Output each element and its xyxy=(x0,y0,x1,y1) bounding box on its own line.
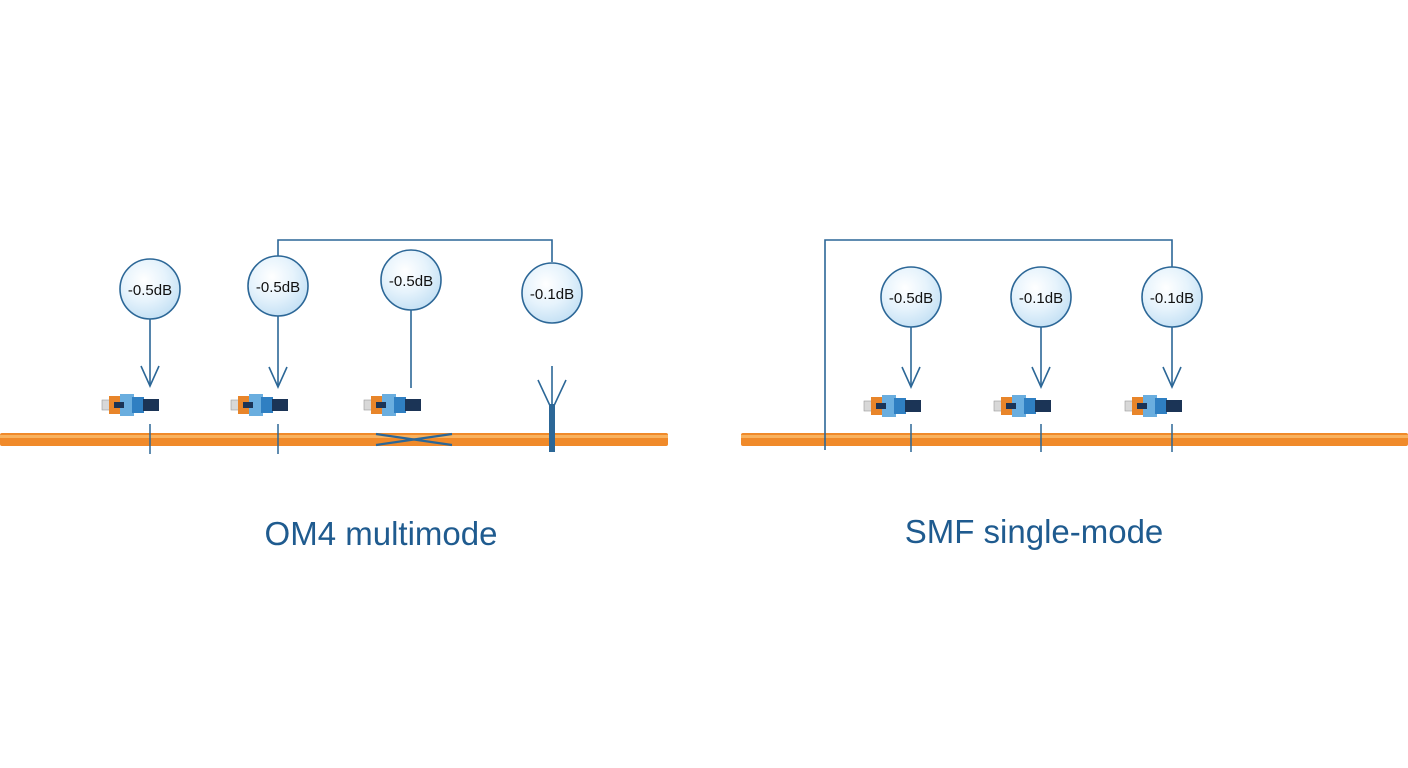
down-arrow-icon xyxy=(1162,366,1182,389)
bubble-icon xyxy=(247,255,309,317)
event-om4-2: -0.5dB xyxy=(230,255,309,454)
fusion-splice-icon xyxy=(537,366,567,452)
bubble-icon xyxy=(119,258,181,320)
fiber-cable-om4 xyxy=(0,433,668,446)
bracket-om4 xyxy=(277,239,553,262)
bubble-icon xyxy=(380,249,442,311)
loss-label: -0.5dB xyxy=(128,282,172,299)
splice-cross-icon xyxy=(375,432,453,447)
down-arrow-icon xyxy=(140,365,160,388)
bracket-smf xyxy=(824,239,1173,450)
bubble-icon xyxy=(521,262,583,324)
fiber-connector-icon xyxy=(230,394,288,416)
loss-label: -0.1dB xyxy=(530,286,574,303)
loss-label: -0.1dB xyxy=(1150,290,1194,307)
bubble-icon xyxy=(1010,266,1072,328)
fiber-cable-smf-highlight xyxy=(741,435,1408,438)
fiber-connector-icon xyxy=(993,395,1051,417)
panel-om4: -0.5dB -0.5dB xyxy=(0,239,668,552)
panel-smf: -0.5dB -0.1dB xyxy=(741,239,1408,550)
bubble-icon xyxy=(880,266,942,328)
fiber-connector-icon xyxy=(363,394,421,416)
down-arrow-icon xyxy=(1031,366,1051,389)
caption-smf: SMF single-mode xyxy=(905,513,1164,550)
bubble-icon xyxy=(1141,266,1203,328)
event-om4-1: -0.5dB xyxy=(101,258,181,454)
loss-label: -0.1dB xyxy=(1019,290,1063,307)
event-smf-3: -0.1dB xyxy=(1124,266,1203,452)
fiber-connector-icon xyxy=(1124,395,1182,417)
event-om4-3: -0.5dB xyxy=(363,249,453,447)
caption-om4: OM4 multimode xyxy=(265,515,498,552)
event-om4-4: -0.1dB xyxy=(521,262,583,452)
loss-label: -0.5dB xyxy=(889,290,933,307)
event-smf-1: -0.5dB xyxy=(863,266,942,452)
down-arrow-icon xyxy=(901,366,921,389)
loss-label: -0.5dB xyxy=(389,273,433,290)
fiber-cable-om4-highlight xyxy=(0,435,668,438)
event-smf-2: -0.1dB xyxy=(993,266,1072,452)
fiber-cable-smf xyxy=(741,433,1408,446)
fiber-connector-icon xyxy=(863,395,921,417)
down-arrow-icon xyxy=(268,366,288,389)
loss-label: -0.5dB xyxy=(256,279,300,296)
fiber-connector-icon xyxy=(101,394,159,416)
